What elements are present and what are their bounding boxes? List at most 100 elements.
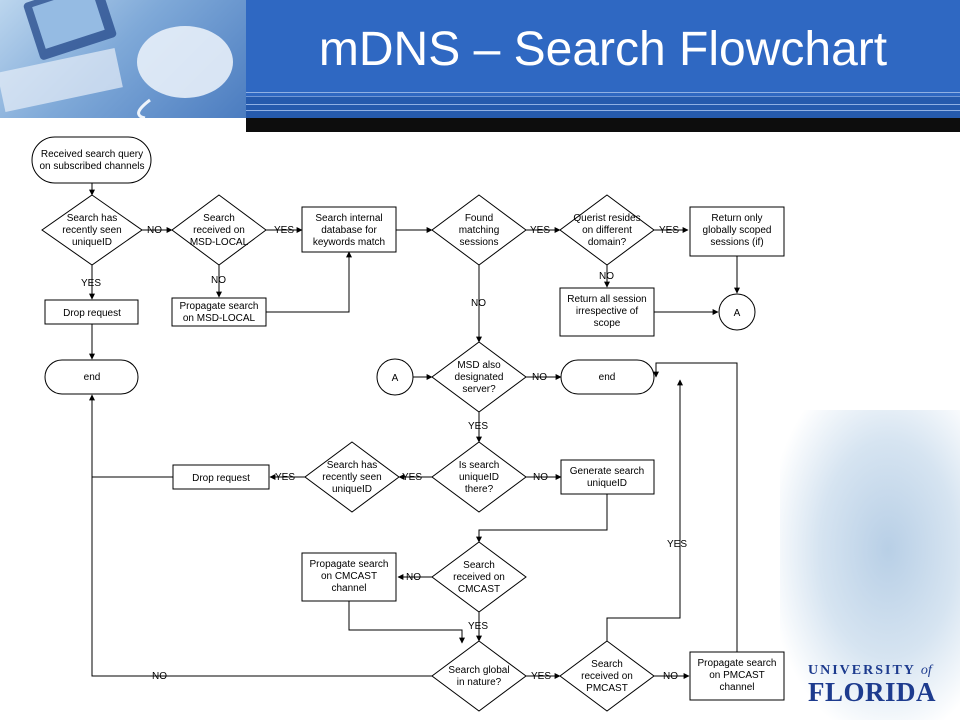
decision-line: uniqueID: [332, 484, 372, 495]
edge-label: YES: [667, 539, 687, 550]
arrow: [266, 251, 352, 313]
node-start: Received search query on subscribed chan…: [31, 136, 152, 184]
decision-line: domain?: [588, 237, 627, 248]
process-line: Search internal: [315, 213, 382, 224]
connector-a-2: A: [376, 358, 414, 396]
header-band: [246, 96, 960, 119]
connector-label: A: [734, 308, 741, 319]
process-line: irrespective of: [576, 306, 638, 317]
decision-line: Search: [591, 659, 623, 670]
process-line: Return only: [711, 213, 762, 224]
process-drop-request-1: Drop request: [44, 299, 139, 325]
edge-labels: NO YES YES YES YES NO NO NO NO YES YES Y…: [81, 225, 687, 682]
edge-label: NO: [211, 275, 226, 286]
edge-label: YES: [402, 472, 422, 483]
decision-querist-domain: Querist resides on different domain?: [559, 194, 655, 266]
process-propagate-pmcast: Propagate search on PMCAST channel: [689, 651, 785, 701]
decision-line: server?: [462, 384, 496, 395]
connector-label: A: [392, 373, 399, 384]
decision-line: received on: [581, 671, 633, 682]
decision-pmcast: Search received on PMCAST: [559, 640, 655, 712]
decision-line: on different: [582, 225, 632, 236]
terminal-end-1: end: [44, 359, 139, 395]
decision-line: sessions: [460, 237, 499, 248]
process-line: globally scoped: [703, 225, 772, 236]
decision-line: Search: [463, 560, 495, 571]
arrow: [348, 601, 465, 644]
decision-line: MSD-LOCAL: [190, 237, 249, 248]
slide-title: mDNS – Search Flowchart: [318, 23, 888, 76]
arrow: [653, 362, 738, 652]
edge-label: YES: [468, 421, 488, 432]
process-line: Propagate search: [698, 658, 777, 669]
decision-line: matching: [459, 225, 500, 236]
decision-line: received on: [193, 225, 245, 236]
arrow: [476, 494, 608, 543]
connector-a-1: A: [718, 293, 756, 331]
arrow: [606, 379, 683, 641]
terminal-end-2: end: [560, 359, 655, 395]
background-photo: [780, 410, 960, 720]
edge-label: YES: [274, 225, 294, 236]
process-line: Generate search: [570, 466, 645, 477]
decision-msd-designated: MSD also designated server?: [431, 341, 527, 413]
process-line: channel: [331, 583, 366, 594]
decision-line: received on: [453, 572, 505, 583]
decision-line: Querist resides: [573, 213, 640, 224]
decision-line: Search has: [327, 460, 378, 471]
edge-label: YES: [468, 621, 488, 632]
edge-label: NO: [147, 225, 162, 236]
edge-label: NO: [533, 472, 548, 483]
logo-florida: FLORIDA: [808, 677, 937, 707]
process-line: Drop request: [192, 473, 250, 484]
header-rule: [246, 104, 960, 105]
decision-seen-uniqueid: Search has recently seen uniqueID: [41, 194, 143, 266]
decision-line: PMCAST: [586, 683, 628, 694]
terminal-label: end: [599, 372, 616, 383]
terminal-label: end: [84, 372, 101, 383]
edge-label: YES: [659, 225, 679, 236]
process-propagate-cmcast: Propagate search on CMCAST channel: [301, 552, 397, 602]
edge-label: NO: [532, 372, 547, 383]
process-line: on CMCAST: [321, 571, 377, 582]
edge-label: YES: [81, 278, 101, 289]
process-line: uniqueID: [587, 478, 627, 489]
decision-line: designated: [455, 372, 504, 383]
header-rule: [246, 92, 960, 93]
decision-line: uniqueID: [459, 472, 499, 483]
decision-found-sessions: Found matching sessions: [431, 194, 527, 266]
process-generate-uniqueid: Generate search uniqueID: [560, 459, 655, 495]
process-return-all: Return all session irrespective of scope: [559, 287, 655, 337]
process-line: sessions (if): [710, 237, 763, 248]
header-divider: [246, 118, 960, 132]
start-line: Received search query: [41, 149, 143, 160]
arrow: [89, 394, 432, 677]
process-line: Drop request: [63, 308, 121, 319]
process-line: Propagate search: [310, 559, 389, 570]
process-line: database for: [321, 225, 377, 236]
process-line: keywords match: [313, 237, 385, 248]
edge-label: YES: [275, 472, 295, 483]
decision-msd-local: Search received on MSD-LOCAL: [171, 194, 267, 266]
decision-line: Search has: [67, 213, 118, 224]
header-photo: [0, 0, 246, 118]
connectors: [89, 183, 740, 679]
edge-label: NO: [663, 671, 678, 682]
decision-line: recently seen: [62, 225, 121, 236]
decision-line: Found: [465, 213, 493, 224]
decision-line: in nature?: [457, 677, 502, 688]
decision-line: CMCAST: [458, 584, 500, 595]
decision-line: uniqueID: [72, 237, 112, 248]
process-return-global: Return only globally scoped sessions (if…: [689, 206, 785, 257]
logo-top-line: UNIVERSITY of: [808, 663, 948, 679]
edge-label: NO: [599, 271, 614, 282]
decision-cmcast: Search received on CMCAST: [431, 541, 527, 613]
process-drop-request-2: Drop request: [172, 464, 270, 490]
process-line: Return all session: [567, 294, 646, 305]
decision-line: Search global: [448, 665, 509, 676]
decision-line: recently seen: [322, 472, 381, 483]
edge-label: NO: [406, 572, 421, 583]
logo-of: of: [920, 663, 932, 678]
process-line: scope: [594, 318, 621, 329]
